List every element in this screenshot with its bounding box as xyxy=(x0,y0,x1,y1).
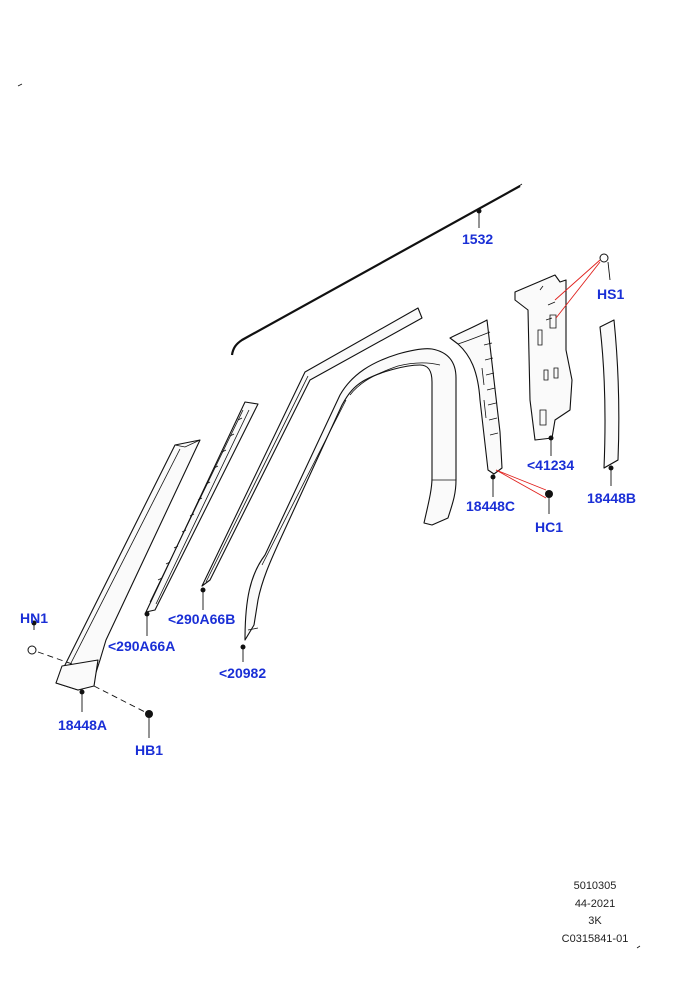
b-pillar-panel-41234[interactable] xyxy=(514,274,573,456)
callout-hs1[interactable]: HS1 xyxy=(597,286,625,302)
reference-code: 3K xyxy=(588,915,602,927)
door-opening-trim-20982[interactable] xyxy=(240,348,457,662)
screw-hs1[interactable] xyxy=(554,253,611,319)
illustration-id: C0315841-01 xyxy=(561,933,629,945)
callout-18448a[interactable]: 18448A xyxy=(58,717,108,733)
fastener-hn1[interactable] xyxy=(27,620,76,666)
callout-290a66a[interactable]: <290A66A xyxy=(108,638,176,654)
corner-mark xyxy=(17,83,23,87)
callout-20982[interactable]: <20982 xyxy=(219,665,267,681)
callout-hn1[interactable]: HN1 xyxy=(20,610,49,626)
seal-strip-290a66a[interactable] xyxy=(144,401,259,636)
callout-hb1[interactable]: HB1 xyxy=(135,742,164,758)
callout-18448c[interactable]: 18448C xyxy=(466,498,516,514)
roof-moulding-1532[interactable] xyxy=(230,183,523,356)
b-pillar-trim-18448c[interactable] xyxy=(449,319,503,497)
a-pillar-trim-18448a[interactable] xyxy=(55,439,201,712)
seal-strip-290a66b[interactable] xyxy=(200,307,423,610)
reference-number: 5010305 xyxy=(573,880,617,892)
c-pillar-trim-18448b[interactable] xyxy=(599,319,620,486)
reference-date: 44-2021 xyxy=(574,898,616,910)
callout-41234[interactable]: <41234 xyxy=(527,457,575,473)
corner-mark xyxy=(636,945,641,949)
callout-18448b[interactable]: 18448B xyxy=(587,490,637,506)
callout-hc1[interactable]: HC1 xyxy=(535,519,564,535)
bolt-hb1[interactable] xyxy=(93,685,153,738)
callout-1532[interactable]: 1532 xyxy=(462,231,494,247)
clip-hc1[interactable] xyxy=(495,469,553,514)
callout-290a66b[interactable]: <290A66B xyxy=(168,611,236,627)
